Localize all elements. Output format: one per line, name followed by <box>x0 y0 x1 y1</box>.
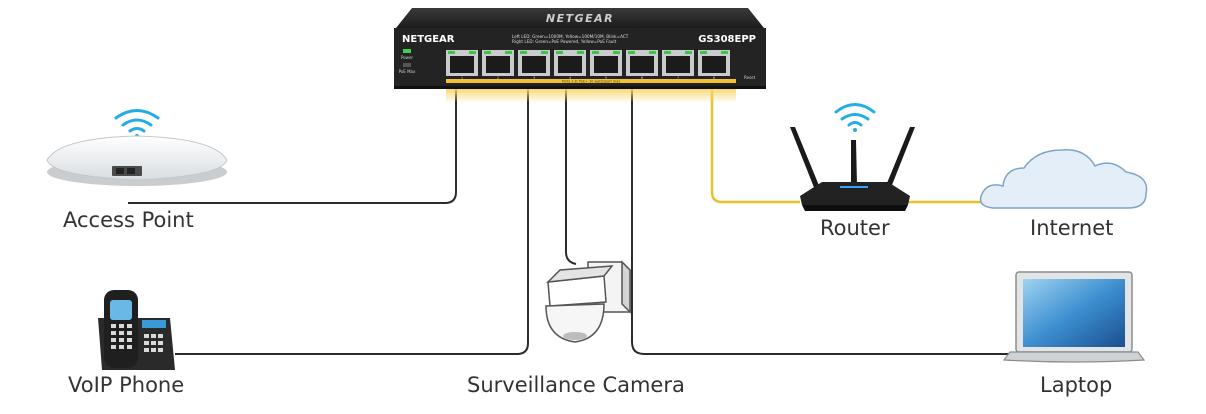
port-number-4: 4 <box>569 76 572 80</box>
switch-port-1[interactable]: 1 <box>446 50 478 80</box>
cables <box>128 62 1016 355</box>
label-router: Router <box>820 216 890 240</box>
cable-camera <box>565 62 577 265</box>
internet-cloud-icon <box>979 149 1148 209</box>
poe-strip <box>446 79 736 83</box>
switch-port-6[interactable]: 6 <box>626 50 658 80</box>
switch-port-2[interactable]: 2 <box>482 50 514 80</box>
label-access-point: Access Point <box>63 208 194 232</box>
camera-device <box>545 260 631 343</box>
label-laptop: Laptop <box>1040 373 1113 397</box>
cable-router-uplink <box>710 62 800 204</box>
wifi-icon <box>114 109 160 138</box>
poe-switch: NETGEAR NETGEAR GS308EPP Left LED: Green… <box>394 8 766 103</box>
switch-ports: 1 2 3 4 5 6 7 8 <box>446 50 730 80</box>
label-surveillance-camera: Surveillance Camera <box>467 373 685 397</box>
switch-port-4[interactable]: 4 <box>554 50 586 80</box>
port-number-2: 2 <box>497 76 499 80</box>
poe-strip-text: Ports 1-8: PoE+ 30 watts/port max <box>562 80 621 84</box>
poe-max-label: PoE Max <box>399 69 416 74</box>
switch-port-5[interactable]: 5 <box>590 50 622 80</box>
voip-phone-device <box>98 290 175 370</box>
switch-brand-top: NETGEAR <box>546 12 614 25</box>
poe-max-led <box>403 63 411 67</box>
switch-brand-front: NETGEAR <box>402 34 455 45</box>
port-number-5: 5 <box>605 76 607 80</box>
switch-port-8[interactable]: 8 <box>698 50 730 80</box>
cable-laptop <box>631 62 1016 355</box>
access-point-device <box>46 109 228 186</box>
laptop-device <box>1002 271 1146 363</box>
switch-led-legend-2: Right LED: Green=PoE Powered, Yellow=PoE… <box>512 39 617 44</box>
port-number-7: 7 <box>677 76 679 80</box>
router-wifi-icon <box>834 103 876 132</box>
poe-glow <box>446 89 736 103</box>
power-label: Power <box>401 55 413 60</box>
switch-port-7[interactable]: 7 <box>662 50 694 80</box>
switch-port-3[interactable]: 3 <box>518 50 550 80</box>
port-number-8: 8 <box>713 76 716 80</box>
label-internet: Internet <box>1030 216 1114 240</box>
label-voip-phone: VoIP Phone <box>68 373 185 397</box>
cable-voip-phone <box>175 62 529 355</box>
switch-model: GS308EPP <box>698 34 756 45</box>
switch-led-legend-1: Left LED: Green=1000M, Yellow=100M/10M, … <box>512 34 629 39</box>
power-led <box>403 49 411 53</box>
port-number-3: 3 <box>533 76 535 80</box>
router-device <box>790 103 915 211</box>
reset-label: Reset <box>744 75 756 80</box>
switch-top-face <box>396 8 764 28</box>
port-number-6: 6 <box>641 76 644 80</box>
port-number-1: 1 <box>461 76 463 80</box>
cable-access-point <box>128 62 457 204</box>
